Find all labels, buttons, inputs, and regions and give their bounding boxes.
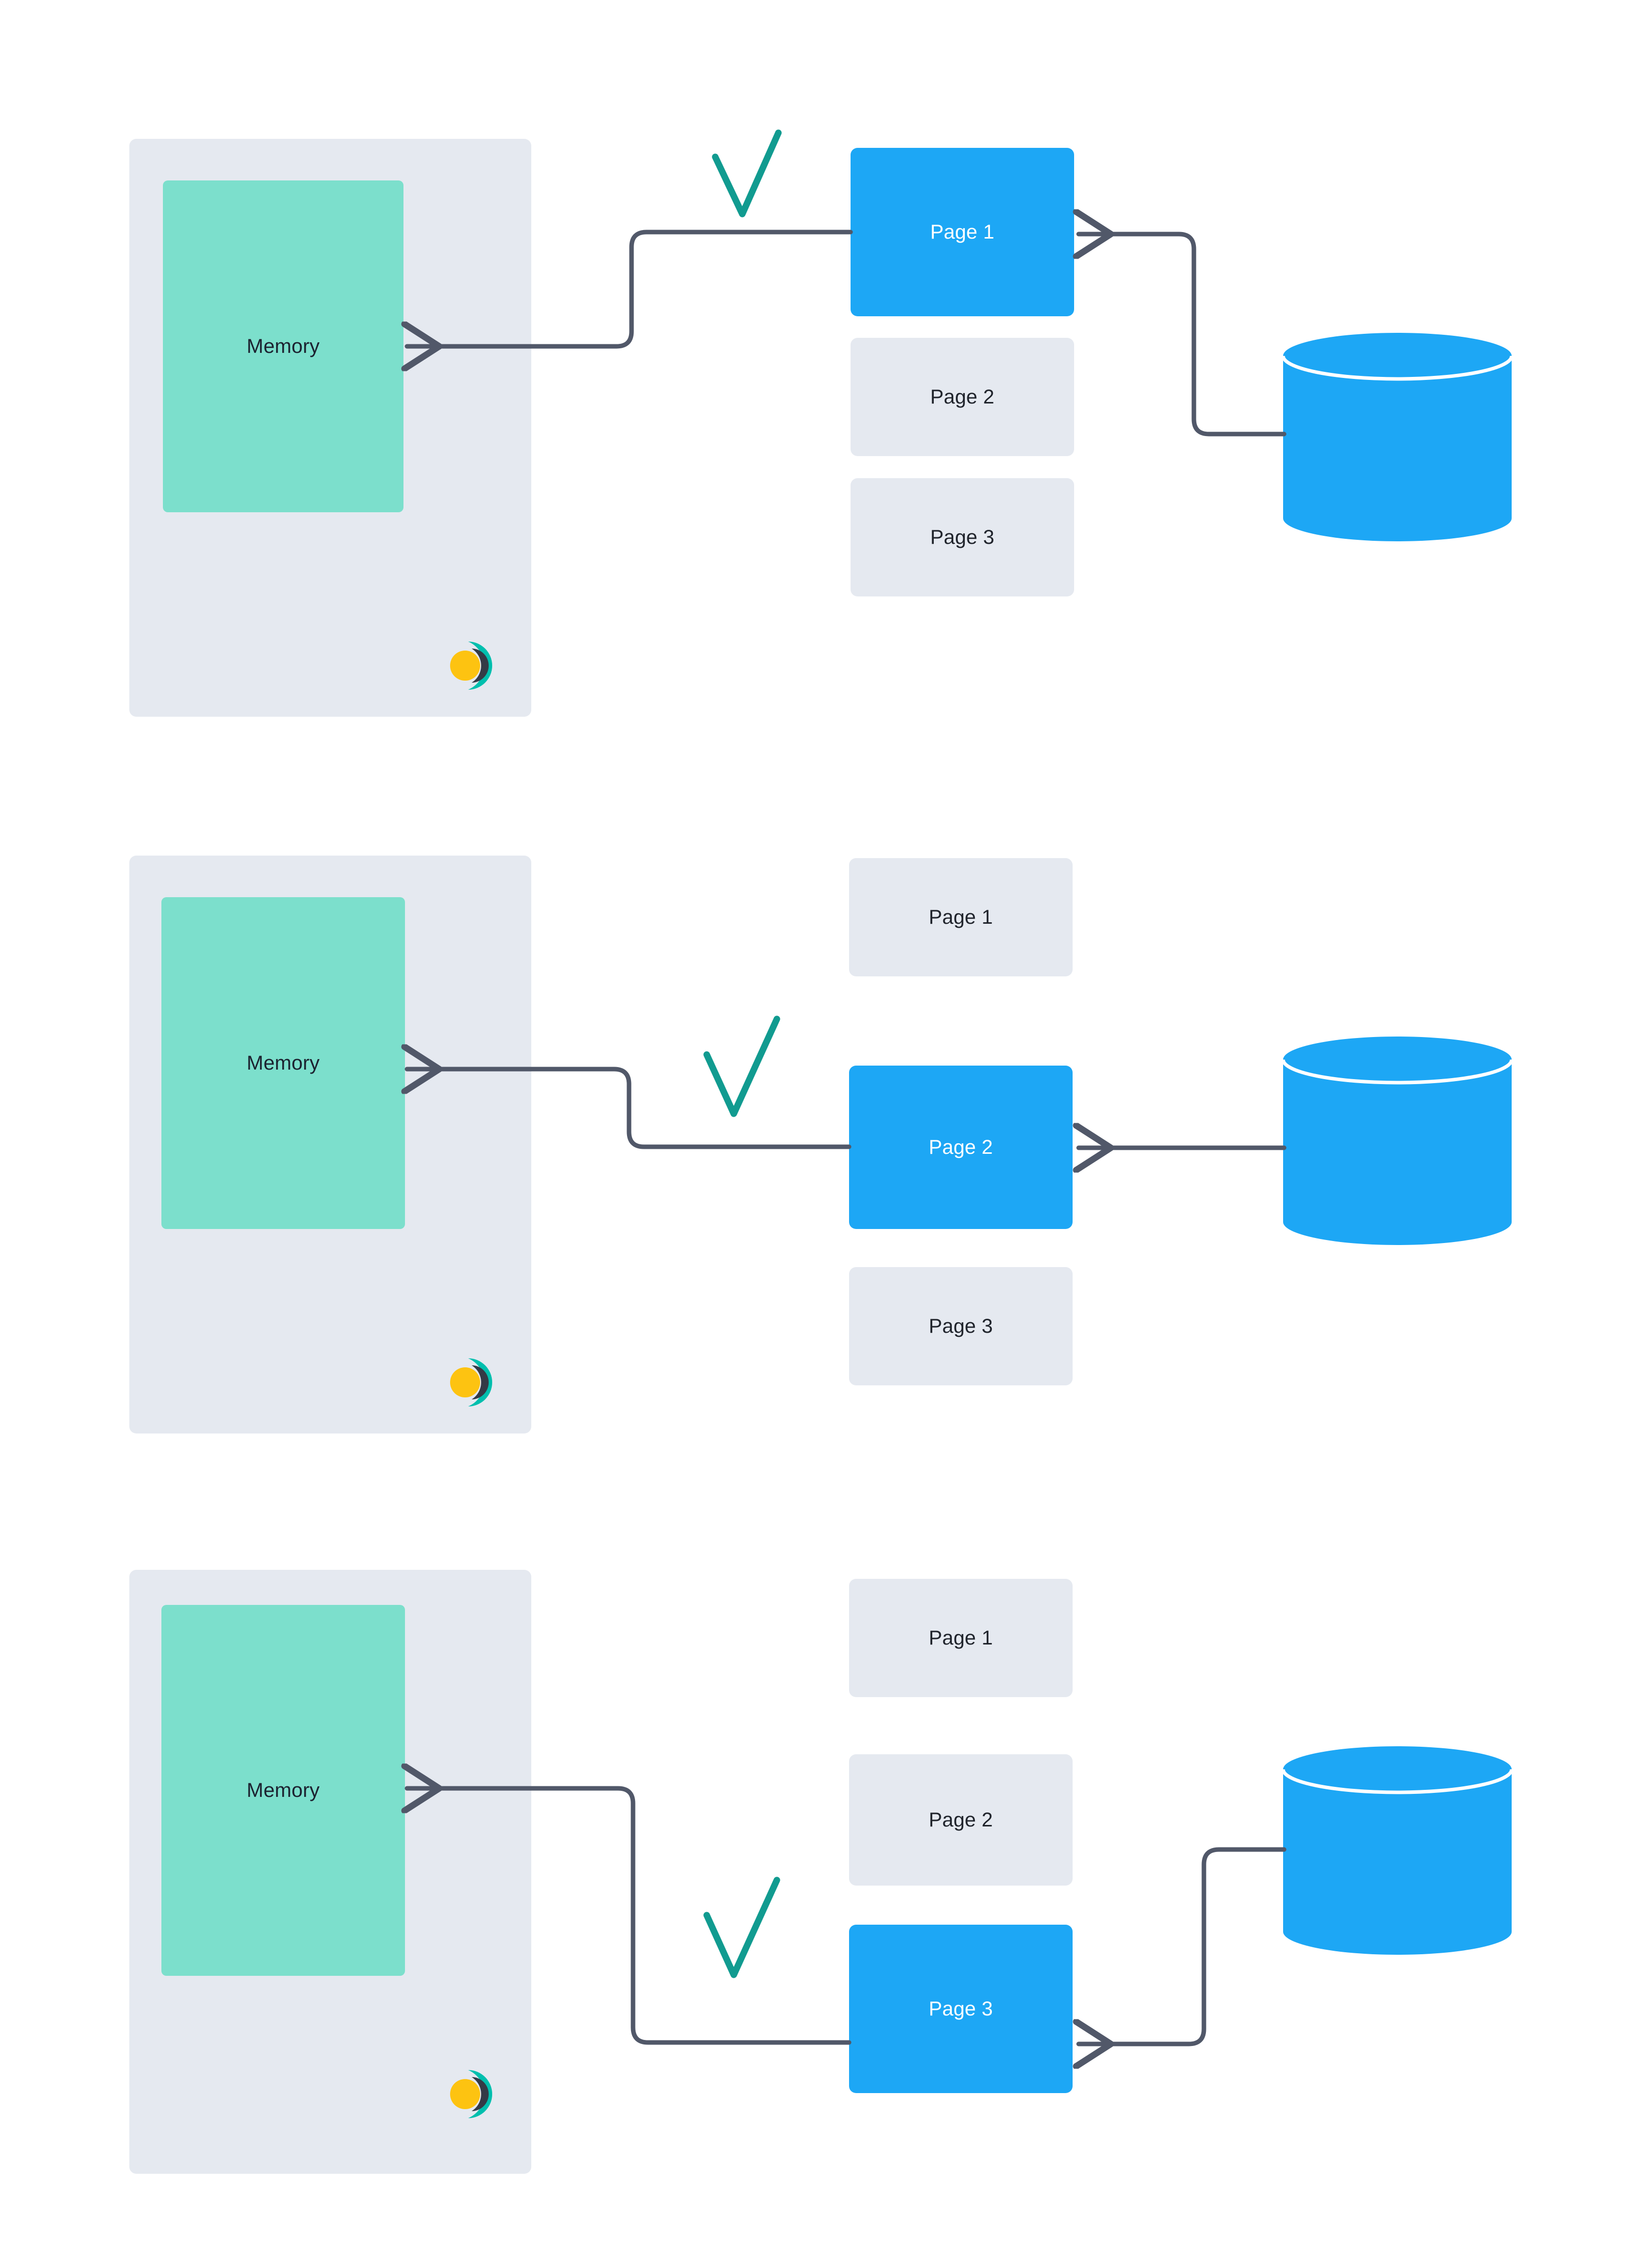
- step-1-data-source[interactable]: Data Source: [1281, 332, 1652, 542]
- step-2-page-1-box[interactable]: Page 1: [849, 858, 1073, 976]
- brand-logo-icon: [445, 633, 510, 698]
- step-3-data-source[interactable]: Data Source: [1281, 1745, 1652, 1956]
- step-2-data-source[interactable]: Data Source: [1281, 1036, 1652, 1246]
- step-2-page-2-box[interactable]: Page 2: [849, 1066, 1073, 1229]
- page-label: Page 2: [930, 386, 994, 408]
- page-label: Page 2: [929, 1809, 993, 1831]
- step-1-page-3-box[interactable]: Page 3: [851, 478, 1074, 596]
- page-label: Page 3: [929, 1998, 993, 2020]
- brand-logo-icon: [445, 1349, 510, 1414]
- step-1-page-2-box[interactable]: Page 2: [851, 338, 1074, 456]
- check-icon: [712, 129, 782, 218]
- data-source-label: Data Source: [1571, 1837, 1652, 1860]
- step-1-page-1-box[interactable]: Page 1: [851, 148, 1074, 316]
- page-label: Page 1: [929, 1627, 993, 1649]
- page-label: Page 1: [930, 221, 994, 243]
- step-1-memory-block: Memory: [163, 180, 403, 512]
- step-3-page-3-box[interactable]: Page 3: [849, 1925, 1073, 2093]
- page-label: Page 3: [929, 1315, 993, 1337]
- page-label: Page 1: [929, 906, 993, 928]
- step-1-page-to-memory-arrow: [407, 230, 853, 346]
- brand-logo-icon: [445, 2061, 510, 2126]
- step-3-source-to-page-arrow: [1079, 1847, 1287, 2044]
- step-2-memory-block: Memory: [161, 897, 405, 1229]
- data-source-label: Data Source: [1571, 424, 1652, 446]
- data-source-label: Data Source: [1571, 1128, 1652, 1150]
- page-label: Page 3: [930, 526, 994, 548]
- memory-label: Memory: [247, 1052, 320, 1074]
- step-3-page-to-memory-arrow: [407, 1788, 852, 2045]
- check-icon: [703, 1877, 780, 1978]
- step-3-page-1-box[interactable]: Page 1: [849, 1579, 1073, 1697]
- step-3-page-2-box[interactable]: Page 2: [849, 1754, 1073, 1886]
- step-3-memory-block: Memory: [161, 1605, 405, 1976]
- memory-label: Memory: [247, 1779, 320, 1801]
- check-icon: [703, 1015, 780, 1117]
- step-2-page-to-memory-arrow: [407, 1069, 852, 1149]
- page-label: Page 2: [929, 1136, 993, 1158]
- step-2-page-3-box[interactable]: Page 3: [849, 1267, 1073, 1385]
- step-1-source-to-page-arrow: [1079, 234, 1287, 437]
- memory-label: Memory: [247, 335, 320, 357]
